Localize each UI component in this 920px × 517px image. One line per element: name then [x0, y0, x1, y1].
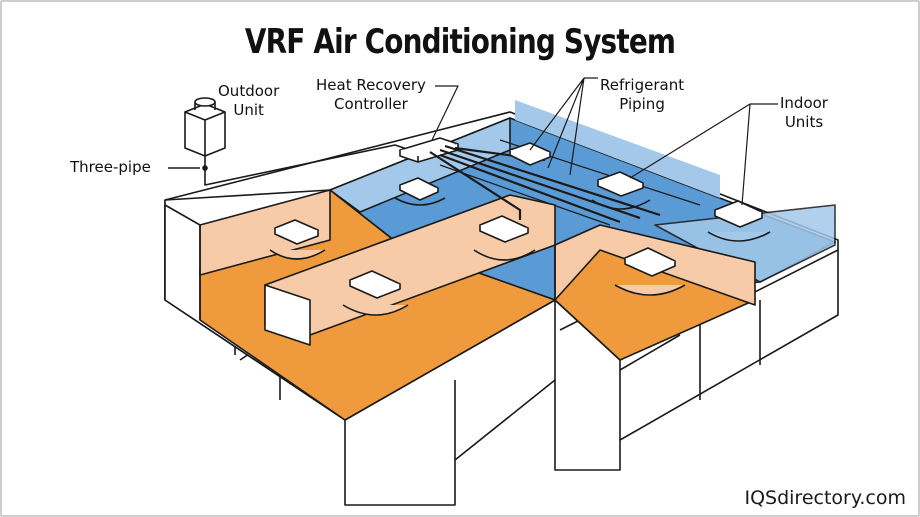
indoor-unit-4 [707, 200, 771, 242]
diagram-title: VRF Air Conditioning System [244, 22, 676, 62]
label-outdoor-unit: Outdoor Unit [218, 82, 279, 120]
leader-heat-recovery [431, 85, 459, 141]
indoor-unit-2 [509, 142, 551, 166]
label-heat-recovery-controller: Heat Recovery Controller [316, 76, 426, 114]
indoor-unit-7 [342, 270, 409, 316]
label-three-pipe: Three-pipe [70, 158, 151, 176]
label-heat-recovery-line1: Heat Recovery [316, 76, 426, 94]
label-refrigerant-line1: Refrigerant [600, 76, 685, 94]
label-indoor-units-line1: Indoor [780, 94, 828, 112]
label-outdoor-unit-line2: Unit [233, 101, 264, 119]
indoor-unit-3 [591, 171, 651, 210]
label-indoor-units-line2: Units [784, 113, 824, 131]
brand-watermark: IQSdirectory.com [744, 487, 906, 509]
outdoor-unit [184, 97, 226, 157]
refrigerant-piping [429, 144, 661, 224]
indoor-unit-8 [614, 247, 686, 296]
label-indoor-units: Indoor Units [780, 94, 828, 132]
label-heat-recovery-line2: Controller [334, 95, 408, 113]
indoor-unit-5 [269, 219, 326, 260]
leader-refrigerant [529, 77, 598, 176]
label-refrigerant-line2: Piping [619, 95, 665, 113]
label-refrigerant-piping: Refrigerant Piping [600, 76, 684, 114]
label-outdoor-unit-line1: Outdoor [218, 82, 280, 100]
leader-indoor-units [629, 103, 778, 206]
indoor-unit-1 [394, 177, 446, 206]
indoor-unit-6 [473, 215, 536, 261]
